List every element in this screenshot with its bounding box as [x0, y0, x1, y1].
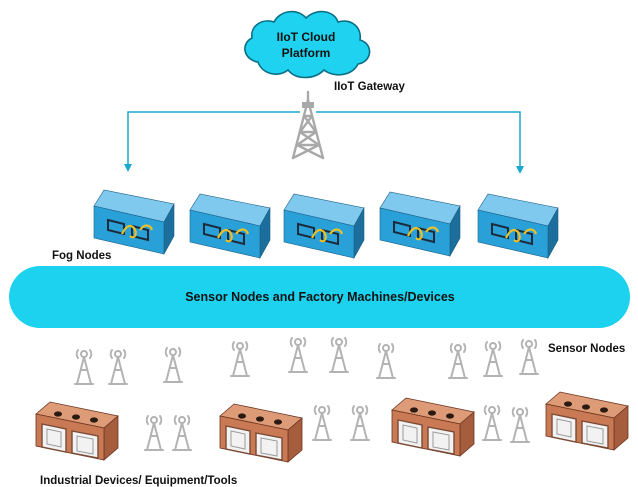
sensor-tower-icon: [482, 405, 502, 441]
gateway-links: [124, 111, 524, 174]
cloud-label-line2: Platform: [282, 46, 331, 60]
fog-node-4: [379, 191, 461, 258]
sensor-tower-icon: [172, 415, 192, 451]
sensor-tower-icon: [329, 337, 349, 373]
sensor-nodes-label: Sensor Nodes: [548, 343, 625, 355]
sensor-tower-icon: [376, 343, 396, 379]
sensor-tower-icon: [510, 407, 530, 443]
industrial-device-2: [219, 403, 303, 463]
sensor-factory-band: Sensor Nodes and Factory Machines/Device…: [9, 266, 630, 328]
sensor-tower-icon: [312, 405, 332, 441]
sensor-nodes: [74, 337, 539, 451]
cell-tower-icon: [291, 90, 325, 160]
sensor-tower-icon: [108, 349, 128, 385]
industrial-device-4: [545, 391, 629, 451]
cloud-platform: IIoT Cloud Platform: [244, 10, 371, 79]
sensor-tower-icon: [288, 337, 308, 373]
fog-node-2: [189, 193, 271, 260]
industrial-device-1: [35, 401, 119, 461]
industrial-devices-label: Industrial Devices/ Equipment/Tools: [40, 475, 237, 487]
sensor-tower-icon: [448, 343, 468, 379]
gateway-label: IIoT Gateway: [334, 81, 406, 93]
industrial-devices: [35, 391, 629, 463]
sensor-tower-icon: [163, 347, 183, 383]
link-right: [316, 111, 524, 174]
sensor-tower-icon: [144, 415, 164, 451]
link-left: [124, 111, 300, 172]
sensor-tower-icon: [350, 405, 370, 441]
cloud-label-line1: IIoT Cloud: [277, 30, 336, 44]
cloud-icon: [244, 10, 371, 79]
fog-node-1: [93, 189, 175, 256]
industrial-device-3: [391, 397, 475, 457]
sensor-tower-icon: [519, 339, 539, 375]
sensor-tower-icon: [483, 341, 503, 377]
fog-node-3: [283, 193, 365, 260]
gateway-tower: IIoT Gateway: [291, 81, 406, 160]
sensor-tower-icon: [74, 349, 94, 385]
fog-nodes-label: Fog Nodes: [52, 250, 111, 262]
fog-node-5: [477, 193, 559, 260]
fog-nodes: [93, 189, 559, 260]
sensor-tower-icon: [230, 341, 250, 377]
band-label: Sensor Nodes and Factory Machines/Device…: [185, 290, 455, 304]
band-shape: [9, 266, 630, 328]
